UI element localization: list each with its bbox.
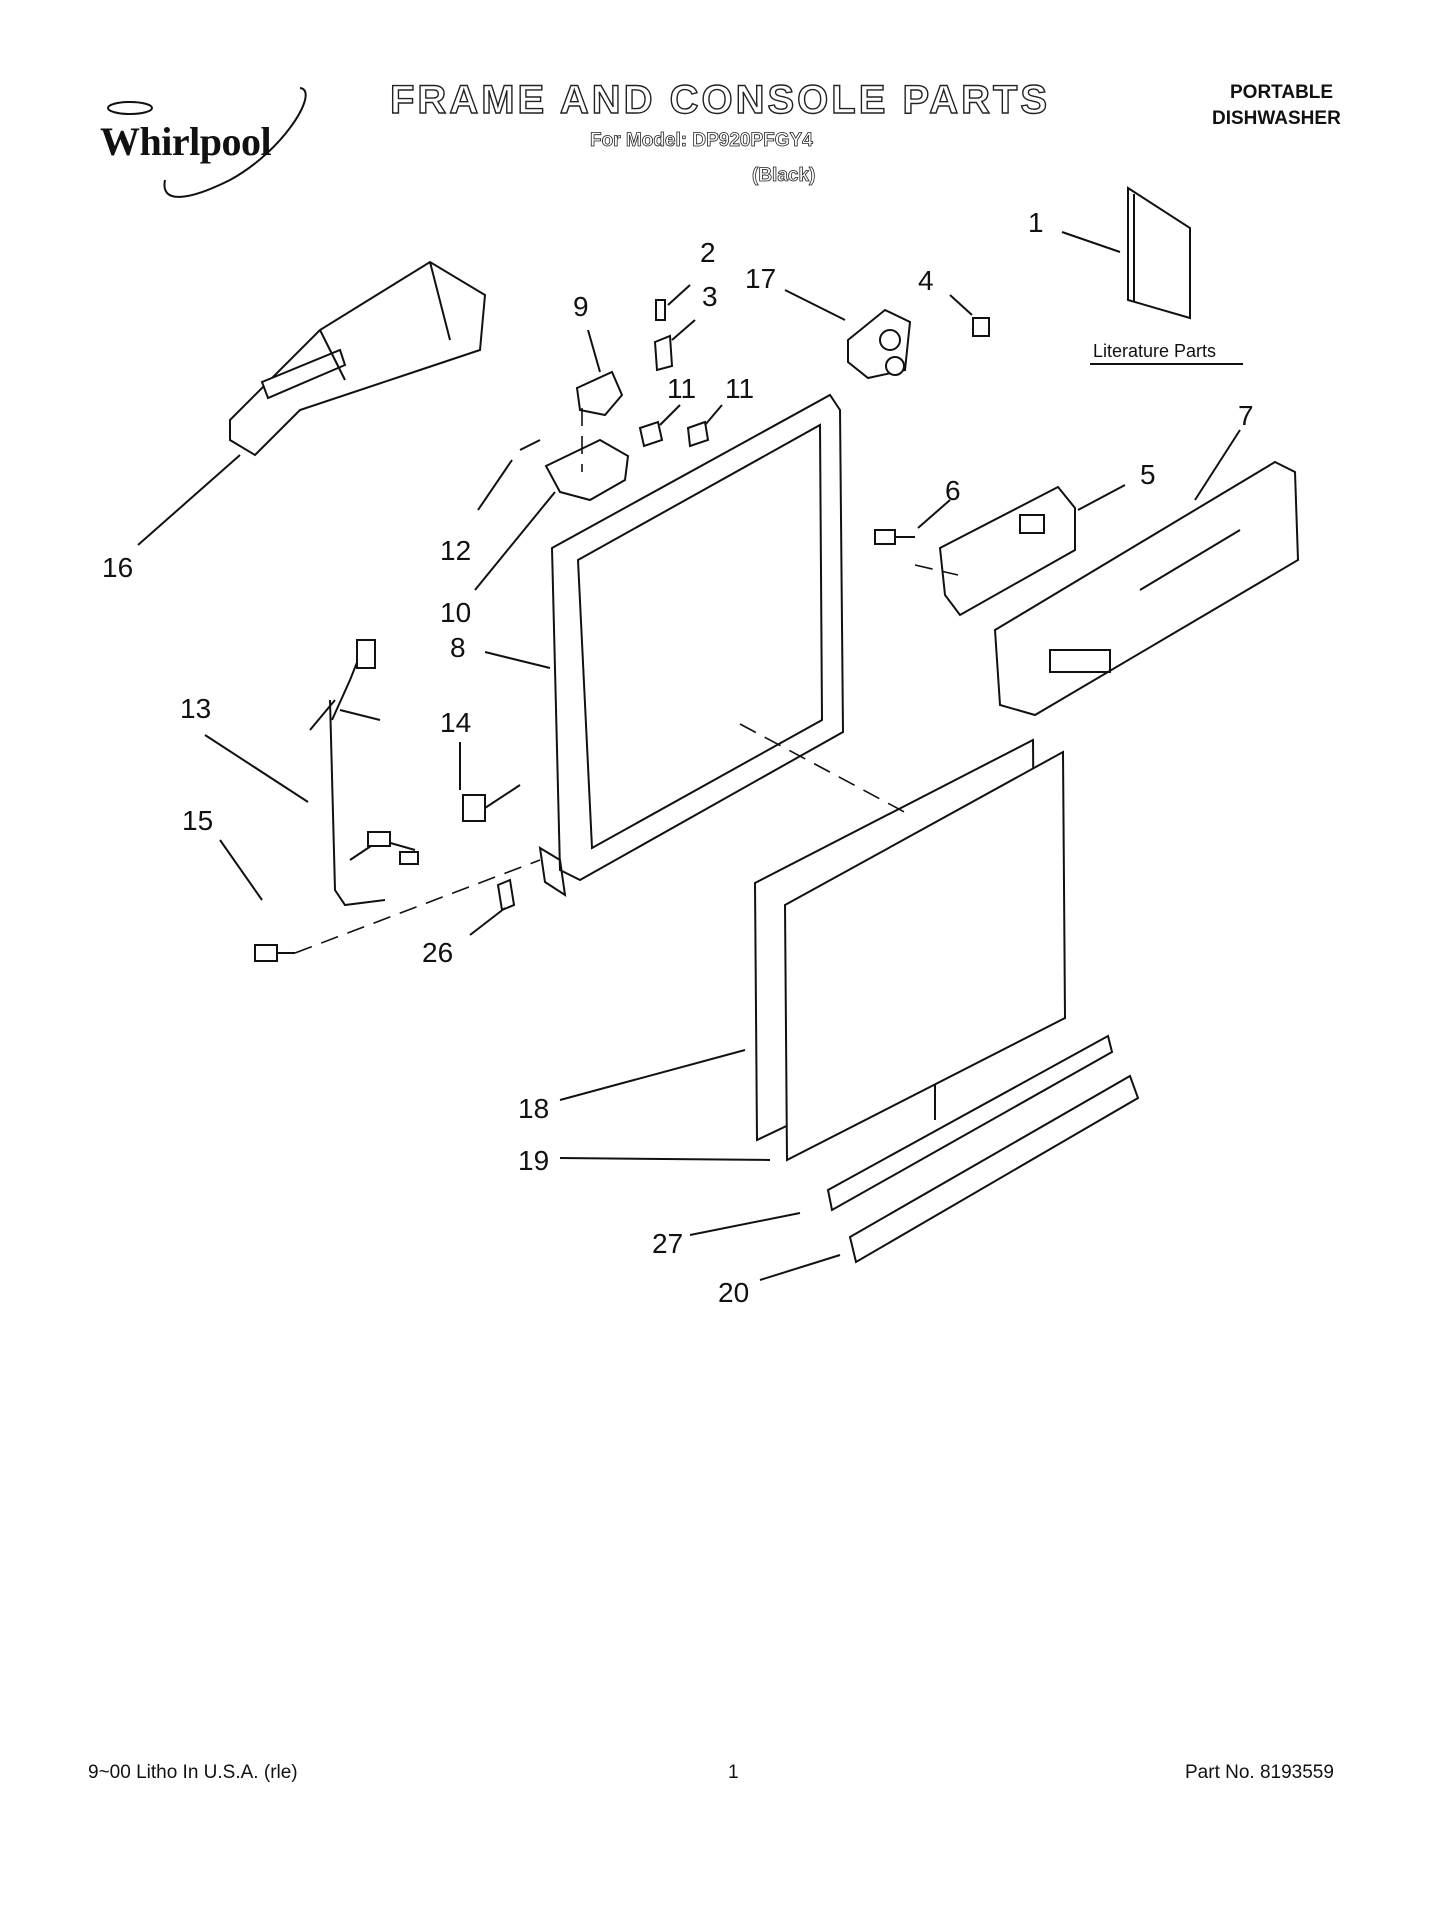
part-clip: [972, 317, 990, 337]
callout-11b: 11: [725, 373, 754, 404]
callout-19: 19: [518, 1145, 549, 1176]
model-variant: (Black): [752, 165, 816, 187]
part-cam-left: [638, 420, 664, 448]
part-number: Part No. 8193559: [1185, 1762, 1334, 1783]
part-bracket: [653, 334, 674, 372]
part-door-frame: [538, 393, 845, 898]
part-pin: [519, 439, 541, 451]
part-spring: [655, 299, 666, 321]
callout-10: 10: [440, 597, 471, 628]
part-trim-27: [826, 1034, 1114, 1212]
part-literature: [1127, 186, 1191, 320]
callout-18: 18: [518, 1093, 549, 1124]
callout-17: 17: [745, 263, 776, 294]
part-clip-26: [496, 878, 516, 912]
callout-9: 9: [573, 291, 589, 322]
page-number: 1: [728, 1762, 739, 1783]
part-console: [993, 460, 1300, 717]
callout-12: 12: [440, 535, 471, 566]
whirlpool-logo: Whirlpool: [100, 119, 272, 164]
callout-11a: 11: [667, 373, 696, 404]
callout-2: 2: [700, 237, 716, 268]
part-strike: [544, 438, 630, 502]
callout-20: 20: [718, 1277, 749, 1308]
callout-13: 13: [180, 693, 211, 724]
literature-label: Literature Parts: [1093, 341, 1216, 361]
part-screw-15: [254, 944, 295, 962]
part-trim-20: [848, 1074, 1140, 1264]
callout-27: 27: [652, 1228, 683, 1259]
part-wire-harness: [309, 639, 419, 907]
callout-5: 5: [1140, 459, 1156, 490]
callout-4: 4: [918, 265, 934, 296]
callout-14: 14: [440, 707, 471, 738]
part-screw-6: [874, 529, 915, 545]
model-number: For Model: DP920PFGY4: [590, 130, 814, 152]
part-cam-right: [686, 420, 710, 448]
callout-26: 26: [422, 937, 453, 968]
callout-8: 8: [450, 632, 466, 663]
whirlpool-swoosh-icon: [107, 87, 307, 198]
callout-3: 3: [702, 281, 718, 312]
callout-16: 16: [102, 552, 133, 583]
page-title: FRAME AND CONSOLE PARTS: [389, 77, 1051, 122]
footer-print-info: 9~00 Litho In U.S.A. (rle): [88, 1762, 298, 1783]
callout-6: 6: [945, 475, 961, 506]
part-control-panel: [938, 485, 1076, 617]
part-sensor: [462, 784, 521, 822]
leader-lines: [137, 231, 1241, 1281]
part-inner-panel: [783, 750, 1067, 1162]
part-switch: [847, 308, 912, 380]
callout-7: 7: [1238, 400, 1254, 431]
part-latch: [575, 370, 624, 417]
part-control-housing: [229, 260, 487, 457]
callout-15: 15: [182, 805, 213, 836]
product-type-line2: DISHWASHER: [1212, 108, 1341, 129]
product-type-line1: PORTABLE: [1230, 82, 1334, 103]
callout-1: 1: [1028, 207, 1044, 238]
